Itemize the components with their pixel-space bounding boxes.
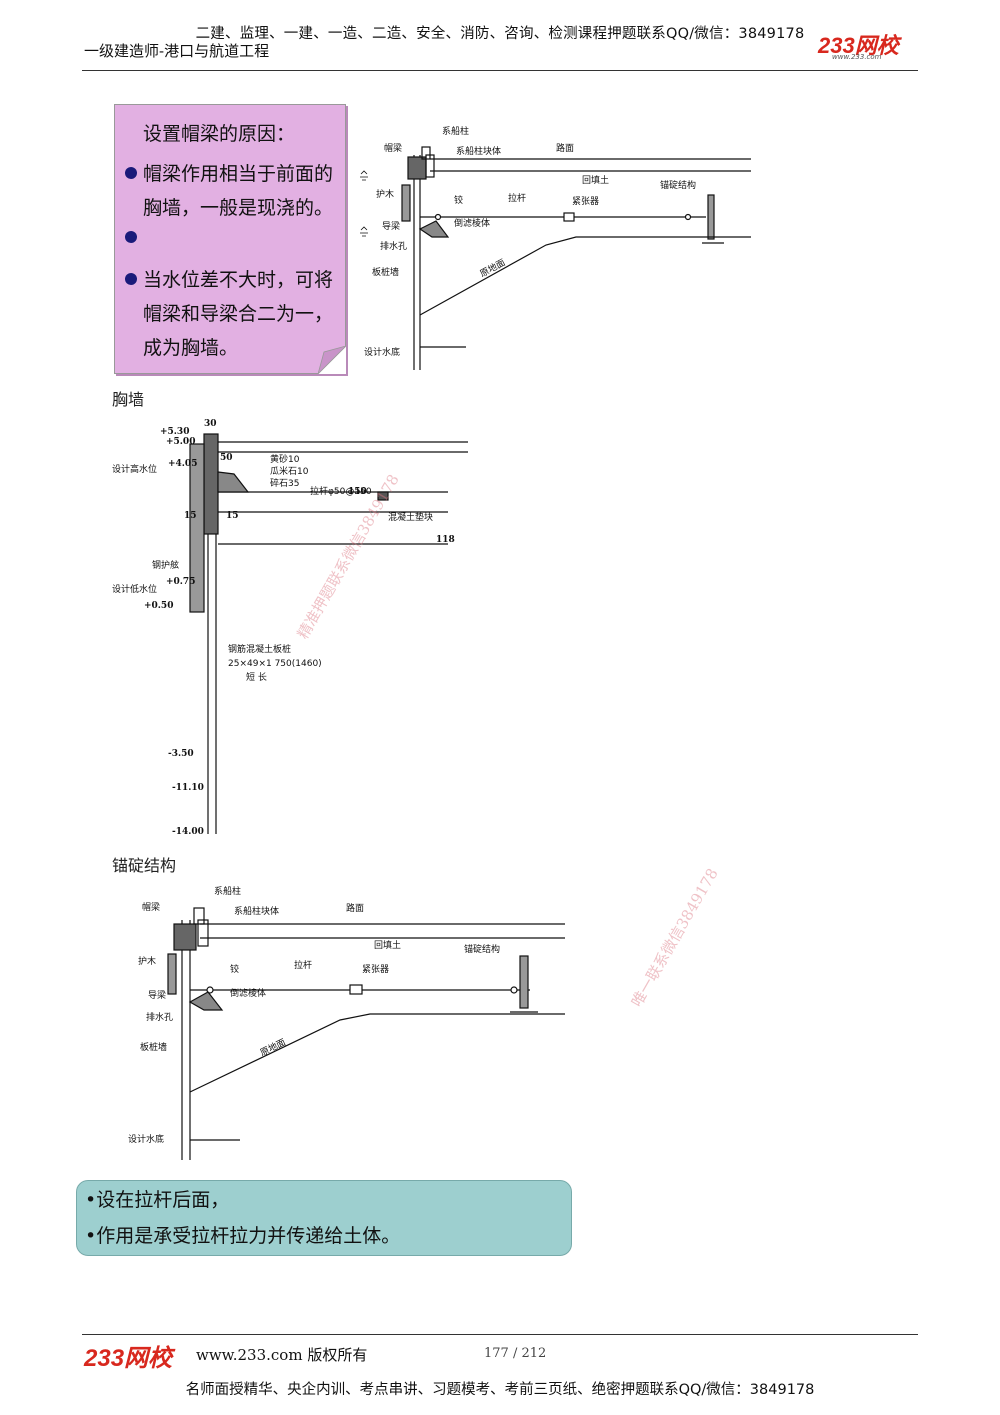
breast-wall-section: +5.30 +5.00 +4.05 +0.75 +0.50 -3.50 -11.… [112,419,468,837]
label-pile-length: 短 长 [246,671,267,683]
header-banner: 二建、监理、一建、一造、二造、安全、消防、咨询、检测课程押题联系QQ/微信：38… [195,26,805,42]
label-design-high-water: 设计高水位 [112,463,157,475]
label-design-bottom: 设计水底 [364,346,400,358]
cap-beam-note: 设置帽梁的原因： 帽梁作用相当于前面的胸墙，一般是现浇的。 当水位差不大时，可将… [114,104,346,374]
watermark-2: 唯一联系微信3849178 [627,865,722,1010]
label-drain-hole: 排水孔 [146,1011,173,1023]
anchor-note-line-2: •作用是承受拉杆拉力并传递给土体。 [85,1225,401,1247]
label-drain-hole: 排水孔 [380,240,407,252]
dim-15-left: 15 [184,511,197,521]
label-backfill: 回填土 [582,174,609,186]
label-bollard-block: 系船柱块体 [456,145,501,157]
bullet-icon [125,273,137,285]
label-original-ground: 原地面 [258,1036,288,1059]
footer-site: www.233.com 版权所有 [196,1346,368,1364]
dim-118: 118 [436,535,455,545]
label-cap-beam: 帽梁 [142,901,160,913]
level-m11-10: -11.10 [172,783,204,793]
sheet-pile-diagram-large: 系船柱 帽梁 系船柱块体 路面 回填土 锚碇结构 护木 铰 拉杆 紧张器 导梁 … [128,885,565,1160]
label-pavement: 路面 [346,902,364,914]
anchor-note: •设在拉杆后面， •作用是承受拉杆拉力并传递给土体。 [76,1180,572,1256]
page-number: 177 / 212 [484,1346,547,1361]
sheet-pile-diagram-small: 系船柱 帽梁 系船柱块体 路面 回填土 锚碇结构 护木 铰 拉杆 紧张器 导梁 … [360,125,751,370]
label-original-ground: 原地面 [478,256,507,279]
label-pile-name: 钢筋混凝土板桩 [228,643,291,655]
label-tie-rod: 拉杆 [294,959,312,971]
label-fender: 护木 [376,188,394,200]
label-pile-spec: 25×49×1 750(1460) [228,659,322,669]
label-turnbuckle: 紧张器 [572,196,599,207]
label-small-gravel: 瓜米石10 [270,465,309,477]
label-concrete-pad: 混凝土垫块 [388,511,433,523]
dim-150: 150 [348,487,367,497]
dim-30: 30 [204,419,217,429]
label-filter-prism: 倒滤棱体 [454,217,490,229]
level-m14-00: -14.00 [172,827,204,837]
label-pavement: 路面 [556,142,574,154]
level-4-05: +4.05 [168,459,197,469]
brand-logo: 233网校 [818,33,899,58]
label-design-low-water: 设计低水位 [112,583,157,595]
note-bullet-1: 设置帽梁的原因： [143,123,296,145]
document-subtitle: 一级建造师-港口与航道工程 [84,42,270,60]
label-filter-prism: 倒滤棱体 [230,987,266,999]
label-bollard-block: 系船柱块体 [234,905,279,917]
footer-divider [82,1334,918,1335]
level-0-50: +0.50 [144,601,173,611]
label-gravel: 碎石35 [270,477,299,489]
label-backfill: 回填土 [374,939,401,951]
level-5-30: +5.30 [160,427,189,437]
dim-50: 50 [220,453,233,463]
level-0-75: +0.75 [166,577,195,587]
anchor-note-line-1: •设在拉杆后面， [85,1189,230,1211]
label-tie-rod: 拉杆 [508,192,526,204]
level-m3-50: -3.50 [168,749,194,759]
label-sheet-pile-wall: 板桩墙 [372,266,399,278]
bullet-icon [125,167,137,179]
label-anchor-structure: 锚碇结构 [464,943,500,955]
label-hinge: 铰 [454,194,463,206]
label-yellow-sand: 黄砂10 [270,453,300,465]
label-hinge: 铰 [230,963,239,975]
header-divider [82,70,918,71]
label-wale: 导梁 [382,220,400,232]
bullet-icon [125,231,137,243]
label-turnbuckle: 紧张器 [362,964,389,975]
label-fender: 护木 [138,955,156,967]
footer-logo: 233网校 [84,1345,173,1372]
level-5-00: +5.00 [166,437,195,447]
footer-banner: 名师面授精华、央企内训、考点串讲、习题模考、考前三页纸、绝密押题联系QQ/微信：… [185,1382,815,1398]
label-bollard: 系船柱 [442,125,469,137]
dim-15-right: 15 [226,511,239,521]
label-bollard: 系船柱 [214,885,241,897]
caption-anchor: 锚碇结构 [112,856,177,875]
brand-logo-url: www.233.com [832,53,882,61]
page-curl-icon [318,346,346,374]
label-sheet-pile-wall: 板桩墙 [140,1041,167,1053]
label-cap-beam: 帽梁 [384,142,402,154]
caption-breast-wall: 胸墙 [112,390,145,409]
label-anchor-structure: 锚碇结构 [660,179,696,191]
label-wale: 导梁 [148,989,166,1001]
label-steel-guard: 钢护舷 [152,559,179,571]
label-design-bottom: 设计水底 [128,1133,164,1145]
note-bullet-2: 帽梁作用相当于前面的胸墙，一般是现浇的。 [143,163,334,219]
label-tie-rod-spec: 拉杆φ50@150 [310,485,372,497]
note-bullet-3: 当水位差不大时，可将帽梁和导梁合二为一，成为胸墙。 [143,269,334,359]
